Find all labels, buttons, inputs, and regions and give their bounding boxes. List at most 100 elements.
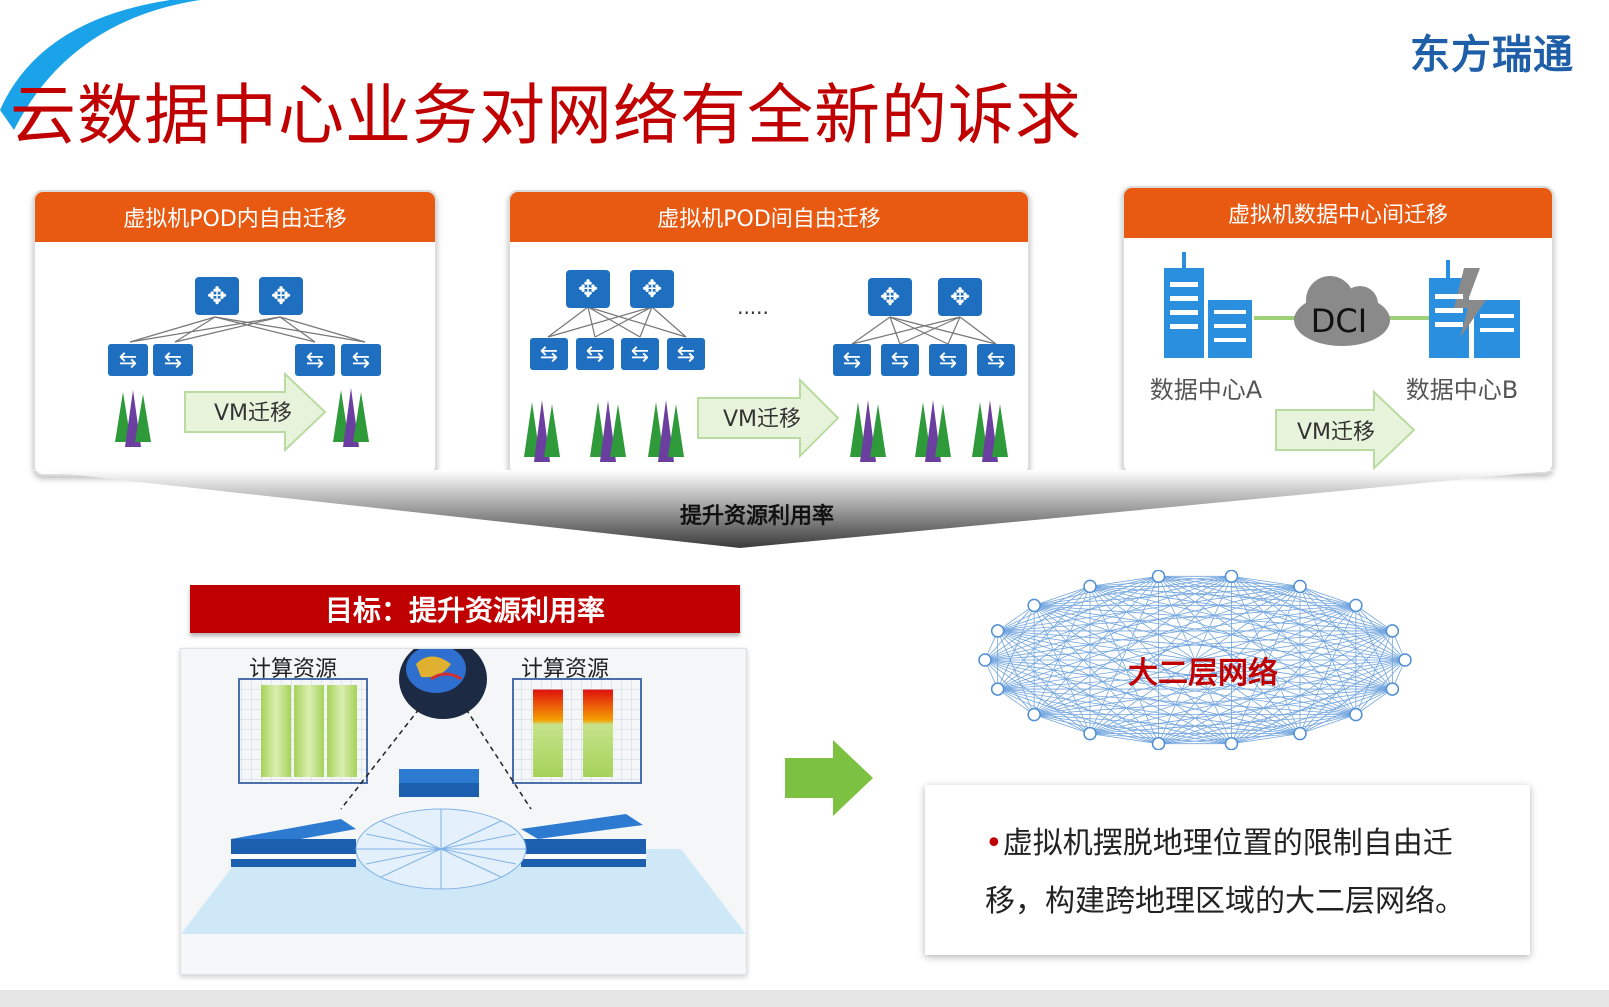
goal-illustration: 计算资源 计算资源 [180,648,747,975]
svg-text:⇆: ⇆ [119,348,137,373]
mesh-node [1385,624,1400,638]
description-box [925,785,1530,955]
svg-text:⇆: ⇆ [987,348,1005,373]
mesh-node [1293,579,1307,594]
panel-datacenter-migration: 虚拟机数据中心间迁移 DCI 数据中心A 数据中心B VM迁移 [1122,186,1554,474]
description-bullet: • [985,826,1003,861]
brand-logo: 东方瑞通 [1410,32,1574,78]
migrate-label: VM迁移 [214,401,292,426]
mesh-node [978,653,992,667]
core-switch-icon: ✥ [938,278,982,316]
access-switch-icon: ⇆ [929,344,967,376]
mesh-node [990,682,1005,696]
resource-bar [533,689,563,777]
vm-cluster-icon [524,400,560,462]
access-switch-icon: ⇆ [108,344,148,376]
mesh-node [1027,598,1041,613]
access-switch-icon: ⇆ [530,338,568,370]
svg-text:✥: ✥ [642,275,662,303]
green-arrow-icon [785,740,873,816]
resource-bar [583,689,613,777]
mesh-node [1293,726,1307,741]
vm-cluster-icon [648,400,684,462]
brain-head-icon [399,649,487,719]
svg-text:✥: ✥ [578,275,598,303]
access-switch-icon: ⇆ [153,344,193,376]
access-switch-icon: ⇆ [576,338,614,370]
migrate-arrow-icon [184,371,327,453]
building-icon [1164,252,1252,358]
resource-bar [327,685,357,777]
funnel-shape [30,470,1560,548]
migrate-arrow-icon [1275,389,1416,471]
svg-text:⇆: ⇆ [843,348,861,373]
network-mesh-icon [355,808,527,890]
corner-arc-decoration [0,0,200,130]
access-switch-icon: ⇆ [621,338,659,370]
network-label: 大二层网络 [1128,656,1278,691]
right-resource-label: 计算资源 [521,657,610,682]
svg-text:⇆: ⇆ [164,348,182,373]
vm-cluster-icon [115,390,151,447]
mesh-node [1349,707,1363,722]
description-text: •虚拟机摆脱地理位置的限制自由迁移，构建跨地理区域的大二层网络。 [985,815,1495,931]
migrate-label: VM迁移 [723,407,801,432]
dci-label: DCI [1311,302,1367,340]
slide-title: 云数据中心业务对网络有全新的诉求 [10,77,1082,154]
svg-text:⇆: ⇆ [352,348,370,373]
description-body: 虚拟机摆脱地理位置的限制自由迁移，构建跨地理区域的大二层网络。 [985,826,1465,919]
svg-text:⇆: ⇆ [586,342,604,367]
right-resource-bars [533,689,613,777]
resource-bar [261,685,291,777]
switch-stack-icon [399,769,479,797]
svg-text:⇆: ⇆ [540,342,558,367]
resource-scene [181,649,746,934]
migrate-label: VM迁移 [1297,420,1375,445]
bottom-bar [0,990,1609,1007]
mesh-node [990,624,1005,638]
access-switch-icon: ⇆ [667,338,705,370]
svg-text:⇆: ⇆ [891,348,909,373]
panel-header: 虚拟机POD内自由迁移 [35,192,435,242]
vm-cluster-icon [915,400,951,462]
vm-cluster-icon [333,388,369,447]
panel-header: 虚拟机数据中心间迁移 [1124,188,1552,238]
vm-cluster-icon [850,400,886,462]
svg-text:✥: ✥ [271,282,291,310]
mesh-node [1224,570,1239,584]
mesh-node [1398,653,1412,667]
core-switch-icon: ✥ [630,270,674,308]
left-resource-bars [261,685,357,777]
vm-cluster-icon [972,400,1008,462]
server-rack-icon [231,819,356,867]
access-switch-icon: ⇆ [341,344,381,376]
network-mesh-icon [978,570,1412,750]
mesh-node [1349,598,1363,613]
mesh-node [1151,736,1166,750]
resource-bar [294,685,324,777]
vm-cluster-icon [590,400,626,462]
cloud-icon [1294,276,1390,346]
mesh-node [1151,570,1166,584]
access-switch-icon: ⇆ [295,344,335,376]
access-switch-icon: ⇆ [833,344,871,376]
core-switch-icon: ✥ [566,270,610,308]
panel-pod-inter-migration: 虚拟机POD间自由迁移 ✥ ✥ ✥ ✥ ⇆ ⇆ ⇆ ⇆ ⇆ ⇆ ⇆ ⇆ ....… [508,190,1030,476]
right-resource-chart [512,678,642,784]
access-switch-icon: ⇆ [881,344,919,376]
datacenter-a-label: 数据中心A [1150,376,1263,404]
panel-pod-internal-migration: 虚拟机POD内自由迁移 ✥ ✥ ⇆ ⇆ ⇆ ⇆ [33,190,437,476]
mesh-node [1083,579,1097,594]
svg-text:⇆: ⇆ [677,342,695,367]
migrate-arrow-icon [697,377,840,459]
core-switch-icon: ✥ [195,277,239,315]
core-switch-icon: ✥ [868,278,912,316]
pod-internal-topology: ✥ ✥ ⇆ ⇆ ⇆ ⇆ VM迁移 [108,277,381,453]
svg-text:✥: ✥ [880,283,900,311]
ellipsis-text: ..... [737,295,769,319]
mesh-node [1224,736,1239,750]
svg-text:✥: ✥ [950,283,970,311]
left-resource-label: 计算资源 [249,657,338,682]
goal-banner: 目标：提升资源利用率 [190,585,740,633]
core-switch-icon: ✥ [259,277,303,315]
